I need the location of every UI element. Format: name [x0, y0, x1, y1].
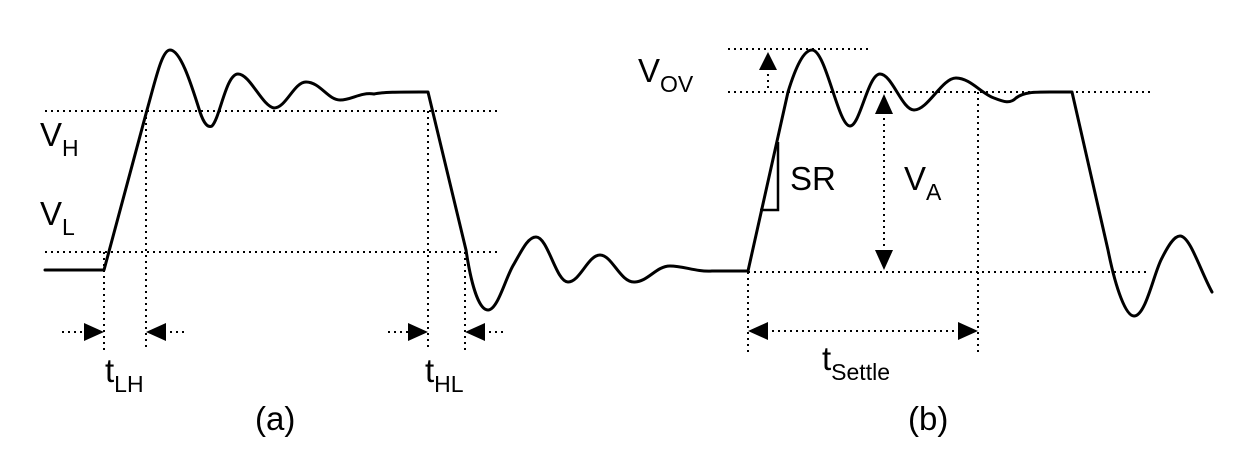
- slew-rate-label: SR: [790, 160, 836, 197]
- right-arrowhead: [408, 323, 428, 341]
- v-high-label: VH: [40, 116, 79, 161]
- waveform-b: [746, 48, 1214, 318]
- right-arrowhead: [958, 322, 978, 340]
- t-settle-label: tSettle: [822, 340, 890, 385]
- v-a-arrow: [875, 94, 893, 270]
- left-arrowhead: [146, 323, 166, 341]
- t-hl-label: tHL: [425, 352, 464, 397]
- caption-b: (b): [908, 400, 948, 437]
- t-lh-label: tLH: [105, 352, 144, 397]
- t-hl-arrows: [388, 323, 505, 341]
- v-low-label: VL: [40, 195, 75, 240]
- t-settle-arrow: [748, 322, 978, 340]
- left-arrowhead: [465, 323, 485, 341]
- caption-a: (a): [255, 400, 295, 437]
- t-lh-arrows: [62, 323, 186, 341]
- waveform-a: [43, 48, 750, 312]
- panel-a: VH VL tLH tHL (a): [40, 48, 750, 437]
- v-a-label: VA: [904, 160, 942, 205]
- v-ov-arrow: [759, 52, 777, 92]
- up-arrowhead: [875, 94, 893, 114]
- down-arrowhead: [875, 250, 893, 270]
- left-arrowhead: [748, 322, 768, 340]
- right-arrowhead: [84, 323, 104, 341]
- up-arrowhead: [759, 52, 777, 70]
- slew-rate-marker: [760, 142, 780, 212]
- v-ov-label: VOV: [638, 52, 694, 97]
- panel-b: VOV SR VA tSettle (b): [638, 48, 1214, 437]
